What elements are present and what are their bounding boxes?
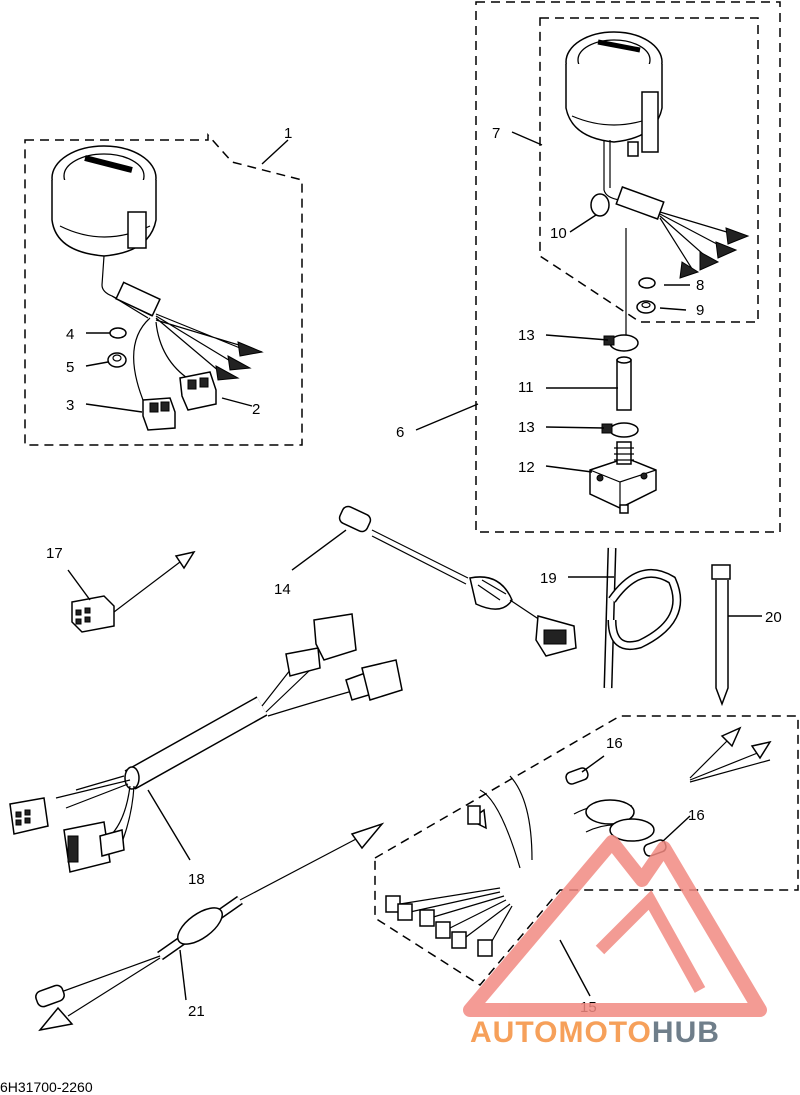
callout-3: 3 <box>66 397 74 414</box>
callout-13a: 13 <box>518 327 535 344</box>
callout-20: 20 <box>765 609 782 626</box>
callout-16b: 16 <box>688 807 705 824</box>
drawing-code: 6H31700-2260 <box>0 1079 93 1095</box>
hose-19 <box>603 547 682 689</box>
callout-13b: 13 <box>518 419 535 436</box>
sensor-cable-14 <box>338 505 577 657</box>
callout-17: 17 <box>46 545 63 562</box>
meter-gauge-7 <box>565 31 750 279</box>
wire-harness-15 <box>385 726 772 957</box>
lead-wire-21 <box>35 822 385 1032</box>
callout-11: 11 <box>518 379 534 396</box>
assembly-6-boundary <box>475 1 781 533</box>
callout-14: 14 <box>274 581 291 598</box>
callout-10: 10 <box>550 225 567 242</box>
cable-tie-20 <box>711 564 731 707</box>
callout-4: 4 <box>66 326 74 343</box>
wire-harness-18 <box>9 613 403 873</box>
washer-4 <box>109 327 127 339</box>
connector-17 <box>71 550 196 633</box>
connector-2 <box>179 371 217 411</box>
callout-1: 1 <box>284 125 292 142</box>
nut-5 <box>107 352 127 368</box>
leader-lines <box>67 131 762 1001</box>
washer-8 <box>638 277 656 289</box>
assembly-15-boundary <box>374 715 799 986</box>
hose-clamp-13-bottom <box>601 422 639 438</box>
callout-8: 8 <box>696 277 704 294</box>
tube-11 <box>616 356 632 411</box>
hose-clamp-13-top <box>603 334 639 352</box>
meter-gauge-1 <box>51 145 264 406</box>
sensor-12 <box>589 441 657 514</box>
assembly-1-boundary <box>24 133 303 446</box>
callout-6: 6 <box>396 424 404 441</box>
callout-5: 5 <box>66 359 74 376</box>
callout-2: 2 <box>252 401 260 418</box>
callout-18: 18 <box>188 871 205 888</box>
callout-7: 7 <box>492 125 500 142</box>
callout-12: 12 <box>518 459 535 476</box>
callout-21: 21 <box>188 1003 205 1020</box>
callout-19: 19 <box>540 570 557 587</box>
callout-9: 9 <box>696 302 704 319</box>
connector-3 <box>142 397 176 431</box>
callout-16a: 16 <box>606 735 623 752</box>
assembly-7-boundary <box>539 17 759 323</box>
watermark-logo <box>463 835 767 1017</box>
watermark-text: AUTOMOTOHUB <box>470 1016 720 1049</box>
callout-labels: 1 2 3 4 5 6 7 8 9 10 11 12 13 13 14 15 1… <box>46 125 782 1020</box>
cap-10 <box>590 193 610 217</box>
